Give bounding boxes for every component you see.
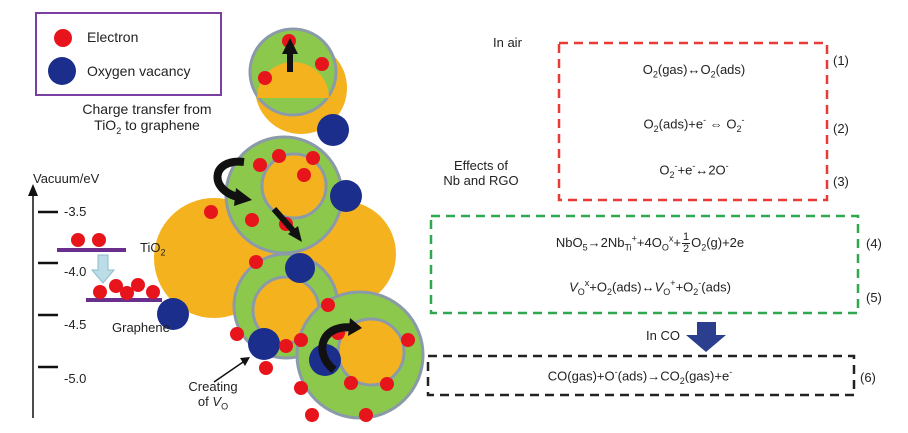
vacancy [317, 114, 349, 146]
curved-arrowhead [348, 318, 362, 336]
equation-1-number: (1) [833, 53, 849, 68]
electron [258, 71, 272, 85]
charge-transfer-line2: TiO2 to graphene [94, 117, 200, 136]
equation-4-number: (4) [866, 236, 882, 251]
tick-label: -5.0 [64, 371, 87, 386]
charge-transfer-line1: Charge transfer from [82, 101, 212, 117]
transfer-arrowhead [288, 226, 302, 242]
electron [315, 57, 329, 71]
vacancy [285, 253, 315, 283]
in-air-label: In air [493, 35, 522, 50]
transfer-down-arrow [90, 254, 116, 284]
tick-label: -4.0 [64, 264, 87, 279]
particle-core [257, 62, 329, 98]
tick-label: -4.5 [64, 317, 87, 332]
electron [259, 361, 273, 375]
tio2-label: TiO2 [140, 240, 166, 258]
oxygen-vacancies [157, 114, 362, 376]
creating-vo-caption: Creating of VO [188, 379, 238, 412]
equation-2-number: (2) [833, 121, 849, 136]
electron [294, 333, 308, 347]
axis-title: Vacuum/eV [33, 171, 100, 186]
electron [401, 333, 415, 347]
energy-axis-arrowhead [28, 184, 38, 196]
equation-5: VOx+O2(ads)↔VO++O2-(ads) [569, 278, 731, 297]
electron [204, 205, 218, 219]
equation-1: O2(gas)↔O2(ads) [642, 62, 746, 80]
tick-label: -3.5 [64, 204, 87, 219]
equation-6: CO(gas)+O-(ads)→CO2(gas)+e- [547, 367, 733, 386]
charge-transfer-caption: Charge transfer from TiO2 to graphene [73, 101, 221, 136]
tio2-electron [92, 233, 106, 247]
particle-electrons [204, 34, 415, 422]
legend-vacancy-icon [48, 57, 76, 85]
equation-5-number: (5) [866, 290, 882, 305]
creating-pointer-head [240, 357, 250, 366]
legend-vacancy-label: Oxygen vacancy [87, 63, 191, 79]
vacancy [330, 180, 362, 212]
in-co-box [426, 354, 856, 397]
equation-3-number: (3) [833, 174, 849, 189]
graphene-electron [120, 286, 134, 300]
electron [249, 255, 263, 269]
graphene-electron [146, 285, 160, 299]
electron [380, 377, 394, 391]
electron [359, 408, 373, 422]
creating-pointer [213, 359, 247, 383]
electron [294, 381, 308, 395]
in-air-box [557, 41, 829, 202]
in-co-label: In CO [646, 328, 680, 343]
electron [245, 213, 259, 227]
electron [306, 151, 320, 165]
curved-arrow-left [213, 157, 245, 202]
transfer-arrowhead [282, 38, 298, 54]
equation-3: O2-+e-↔2O- [659, 161, 729, 180]
legend-electron-label: Electron [87, 29, 139, 45]
equation-2: O2(ads)+e- ⇔ O2- [643, 115, 745, 134]
graphene-electron [93, 285, 107, 299]
electron [297, 168, 311, 182]
in-co-arrow [686, 322, 726, 352]
curved-arrowhead [234, 188, 252, 206]
graphene-electron [131, 278, 145, 292]
transfer-arrow-diagonal [271, 207, 299, 236]
electron [321, 298, 335, 312]
curved-arrow-right [318, 323, 357, 374]
electron [230, 327, 244, 341]
vacancy [157, 298, 189, 330]
nb-rgo-box [429, 214, 860, 315]
equation-6-number: (6) [860, 370, 876, 385]
electron [253, 158, 267, 172]
electron [272, 149, 286, 163]
electron [279, 339, 293, 353]
electron [344, 376, 358, 390]
effects-label: Effects of Nb and RGO [443, 158, 519, 188]
tio2-electron [71, 233, 85, 247]
graphene-electron [109, 279, 123, 293]
legend-electron-icon [54, 29, 72, 47]
electron [305, 408, 319, 422]
graphene-label: Graphene [112, 320, 170, 335]
vacancy [248, 328, 280, 360]
particle-core [260, 152, 328, 220]
